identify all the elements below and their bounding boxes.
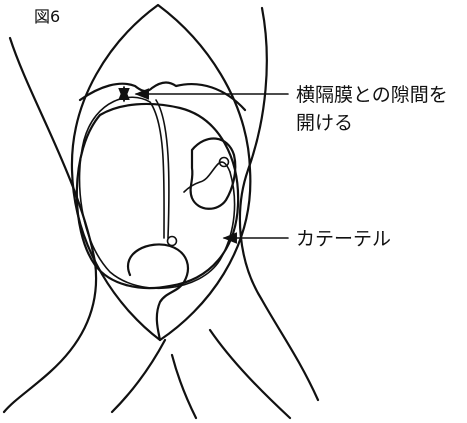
- diaphragm-gap-label-line1: 横隔膜との隙間を: [296, 84, 448, 106]
- diaphragm-edge: [78, 81, 247, 112]
- figure-number-label: 図6: [34, 7, 60, 26]
- bladder-outline: [126, 243, 189, 342]
- incision-outline: [70, 3, 252, 342]
- catheter-label: カテーテル: [296, 228, 391, 250]
- catheter-connector-lower: [166, 235, 178, 247]
- body-outline-left: [2, 36, 98, 414]
- lower-stroke-center: [170, 353, 198, 420]
- lower-stroke-left: [110, 338, 167, 414]
- lower-stroke-right: [208, 328, 292, 420]
- catheter-connector-kidney: [218, 156, 230, 168]
- body-outline-right: [238, 6, 320, 402]
- catheter-to-kidney: [183, 161, 231, 193]
- organ-outline: [75, 102, 240, 290]
- catheter-loop: [78, 96, 236, 290]
- diaphragm-gap-label-line2: 開ける: [296, 112, 353, 134]
- catheter-loop-inner: [155, 99, 170, 239]
